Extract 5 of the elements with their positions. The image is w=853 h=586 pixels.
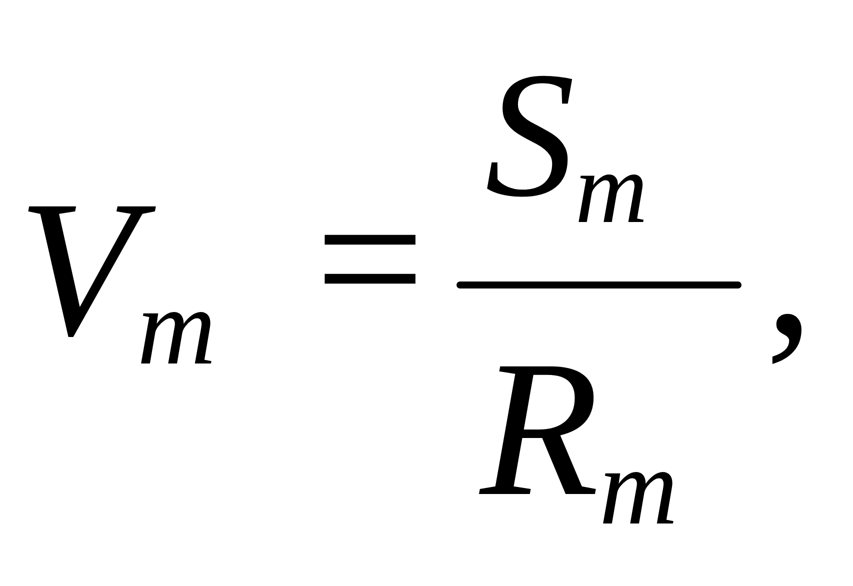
denominator: R$_{m}$	[480, 332, 678, 527]
numerator: S$_{m}$	[485, 45, 648, 225]
equals-sign: =	[315, 162, 425, 357]
comma: ,	[765, 172, 814, 367]
variable: V$_{m}$	[18, 172, 216, 367]
